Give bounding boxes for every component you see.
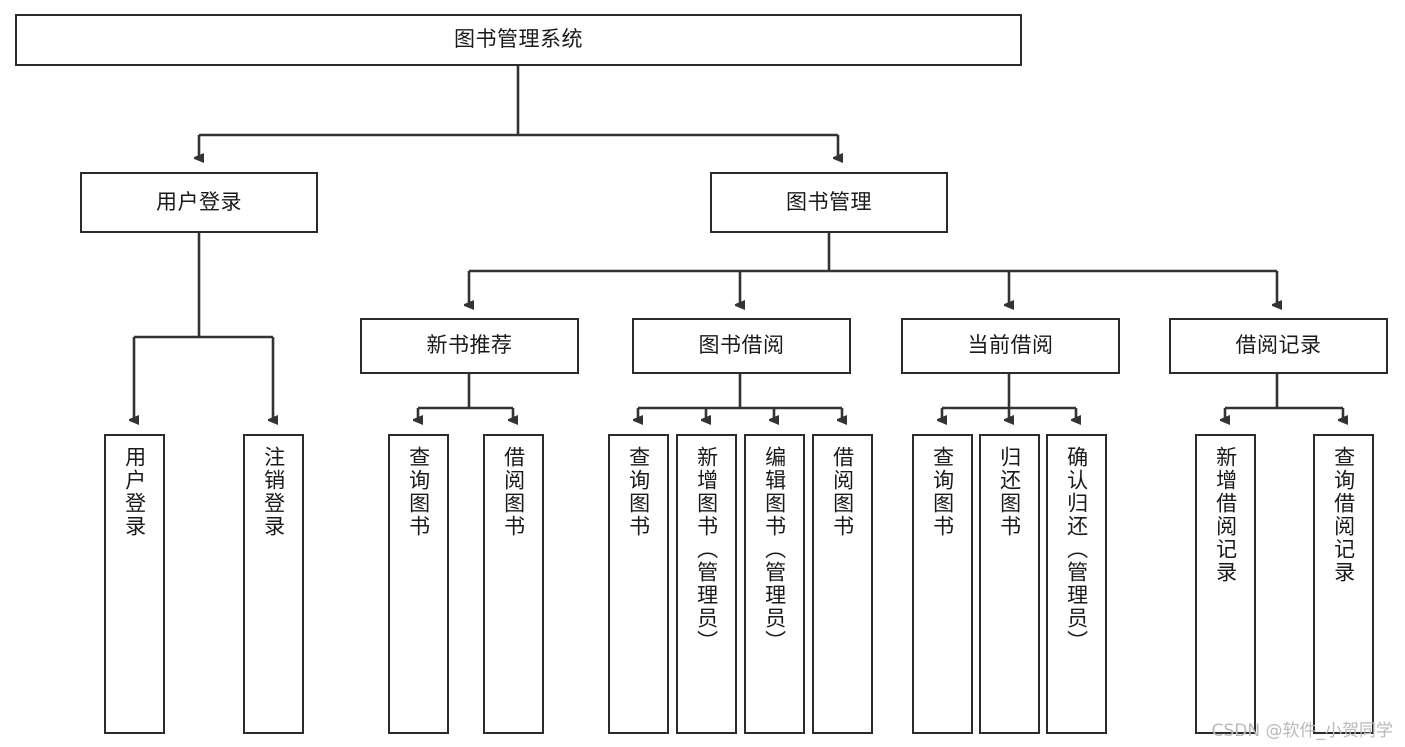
node-root-book-management-system[interactable]: 图书管理系统: [15, 14, 1022, 66]
leaf-confirm-return-admin[interactable]: 确认归还（管理员）: [1046, 434, 1107, 734]
node-label: 新增借阅记录: [1213, 446, 1238, 584]
node-borrow-record[interactable]: 借阅记录: [1169, 318, 1388, 374]
node-label: 查询图书: [626, 446, 651, 538]
leaf-user-login[interactable]: 用户登录: [104, 434, 165, 734]
node-user-login[interactable]: 用户登录: [80, 172, 318, 233]
node-book-borrow[interactable]: 图书借阅: [632, 318, 851, 374]
node-label: 查询借阅记录: [1331, 446, 1356, 584]
leaf-logout[interactable]: 注销登录: [243, 434, 304, 734]
node-new-book-recommend[interactable]: 新书推荐: [360, 318, 579, 374]
leaf-query-book-current[interactable]: 查询图书: [912, 434, 973, 734]
leaf-borrow-book[interactable]: 借阅图书: [812, 434, 873, 734]
node-current-borrow[interactable]: 当前借阅: [901, 318, 1120, 374]
leaf-return-book[interactable]: 归还图书: [979, 434, 1040, 734]
node-label: 查询图书: [406, 446, 431, 538]
node-label: 新书推荐: [426, 333, 513, 358]
node-label: 用户登录: [156, 189, 242, 214]
node-label: 图书借阅: [698, 333, 785, 358]
node-label: 编辑图书（管理员）: [762, 446, 787, 653]
node-label: 借阅图书: [830, 446, 855, 538]
node-label: 借阅记录: [1235, 333, 1322, 358]
node-label: 注销登录: [261, 446, 286, 538]
node-label: 图书管理系统: [454, 27, 583, 52]
node-label: 归还图书: [997, 446, 1022, 538]
node-label: 借阅图书: [501, 446, 526, 538]
node-label: 用户登录: [122, 446, 147, 538]
node-label: 新增图书（管理员）: [694, 446, 719, 653]
node-label: 当前借阅: [967, 333, 1054, 358]
leaf-query-borrow-record[interactable]: 查询借阅记录: [1313, 434, 1374, 734]
leaf-edit-book-admin[interactable]: 编辑图书（管理员）: [744, 434, 805, 734]
connectors: [134, 66, 1343, 420]
leaf-add-book-admin[interactable]: 新增图书（管理员）: [676, 434, 737, 734]
leaf-add-borrow-record[interactable]: 新增借阅记录: [1195, 434, 1256, 734]
node-label: 图书管理: [786, 189, 872, 214]
node-book-management[interactable]: 图书管理: [710, 172, 948, 233]
node-label: 查询图书: [930, 446, 955, 538]
leaf-query-book-recommend[interactable]: 查询图书: [388, 434, 449, 734]
leaf-query-book-borrow[interactable]: 查询图书: [608, 434, 669, 734]
node-label: 确认归还（管理员）: [1064, 446, 1089, 653]
leaf-borrow-book-recommend[interactable]: 借阅图书: [483, 434, 544, 734]
